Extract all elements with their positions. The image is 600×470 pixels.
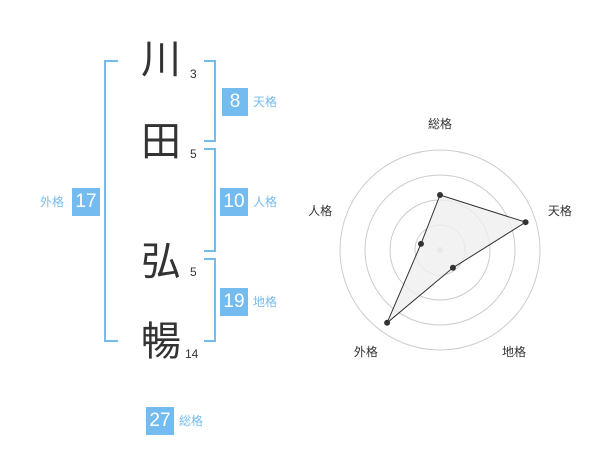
name-char-2: 田 <box>141 119 181 165</box>
chikaku-bracket <box>204 258 216 342</box>
jinkaku-badge: 10 <box>220 188 248 216</box>
soukaku-badge: 27 <box>146 407 174 435</box>
chikaku-label: 地格 <box>253 295 278 309</box>
radar-point <box>417 240 424 247</box>
radar-point <box>449 264 456 271</box>
name-char-4: 暢 <box>141 319 181 365</box>
radar-point <box>384 319 391 326</box>
radar-axis-label: 地格 <box>502 344 526 359</box>
radar-axis-label: 天格 <box>548 203 572 218</box>
name-char-3: 弘 <box>141 239 181 285</box>
gaikaku-badge: 17 <box>72 188 100 216</box>
name-char-1: 川 <box>141 37 181 83</box>
stroke-count-2: 5 <box>190 147 197 161</box>
tenkaku-label: 天格 <box>253 95 278 109</box>
tenkaku-badge: 8 <box>222 88 248 116</box>
jinkaku-label: 人格 <box>253 195 278 209</box>
radar-axis-label: 人格 <box>308 203 332 218</box>
radar-shape <box>384 192 529 326</box>
chikaku-badge: 19 <box>220 288 248 316</box>
radar-point <box>522 219 529 226</box>
radar-point <box>437 192 443 198</box>
gaikaku-label: 外格 <box>40 195 65 209</box>
jinkaku-bracket <box>204 148 216 252</box>
radar-ring <box>339 149 541 351</box>
radar-polygon <box>386 194 527 324</box>
radar-axis-label: 総格 <box>428 116 452 131</box>
radar-axis-label: 外格 <box>354 344 378 359</box>
stroke-count-3: 5 <box>190 265 197 279</box>
soukaku-label: 総格 <box>179 414 204 428</box>
stroke-count-4: 14 <box>185 347 199 361</box>
stroke-count-1: 3 <box>190 67 197 81</box>
gaikaku-bracket <box>104 60 118 342</box>
radar-ring <box>364 174 516 326</box>
tenkaku-bracket <box>204 60 216 142</box>
